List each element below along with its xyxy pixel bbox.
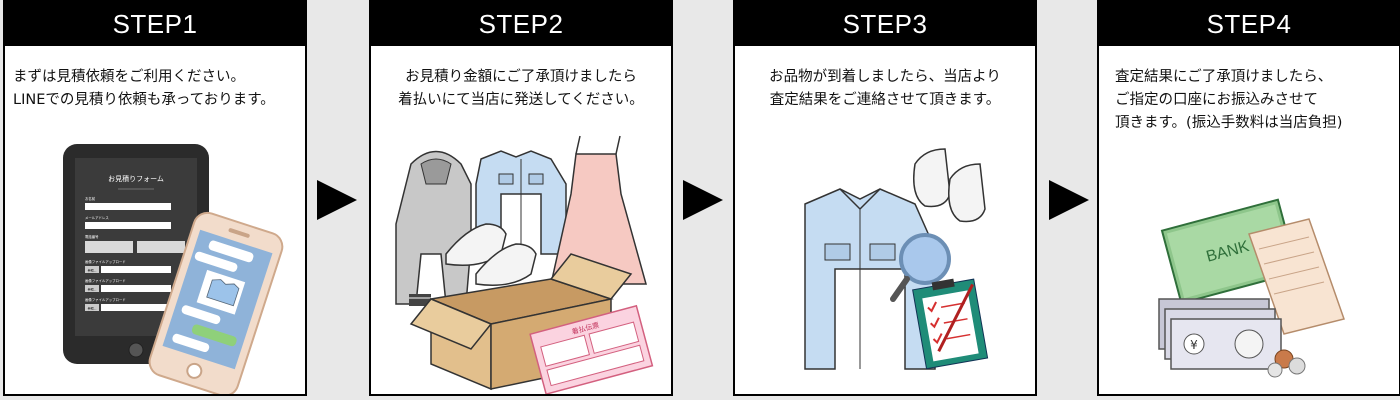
form-field-label-3: 電話番号 (85, 234, 99, 239)
step-1-description: まずは見積依頼をご利用ください。 LINEでの見積り依頼も承っております。 (5, 66, 305, 112)
step-3-description: お品物が到着しましたら、当店より 査定結果をご連絡させて頂きます。 (735, 66, 1035, 112)
form-field-label-1: お名前 (85, 196, 96, 201)
hoodie-icon (395, 150, 472, 306)
magnifying-glass-icon (890, 233, 951, 302)
step-2-description: お見積り金額にご了承頂けましたら 着払いにて当店に発送してください。 (371, 66, 671, 112)
bank-payment-illustration: BANK ¥ (1158, 198, 1345, 378)
smartphone-icon (148, 211, 284, 394)
file-button-3: 参照... (88, 306, 97, 311)
step-3-card: STEP3 お品物が到着しましたら、当店より 査定結果をご連絡させて頂きます。 (733, 0, 1037, 396)
step-4-line-2: ご指定の口座にお振込みさせて (1115, 92, 1318, 108)
next-arrow-1 (317, 180, 357, 220)
file-button-2: 参照... (88, 287, 97, 292)
form-field-label-6: 画像ファイルアップロード (85, 297, 126, 302)
form-field-label-5: 画像ファイルアップロード (85, 278, 126, 283)
banknotes-icon: ¥ (1158, 298, 1282, 370)
sneakers-icon (913, 148, 986, 223)
dress-icon (550, 135, 647, 285)
next-arrow-2 (683, 180, 723, 220)
clipboard-checklist-icon (912, 278, 989, 370)
tablet-and-phone-illustration: お見積りフォーム お名前 メールアドレス 電話番号 画像ファイルアップロード 参… (63, 144, 284, 394)
coins-icon (1267, 349, 1306, 378)
form-title: お見積りフォーム (108, 174, 164, 183)
step-4-line-3: 頂きます。(振込手数料は当店負担) (1115, 115, 1343, 131)
step-2-header: STEP2 (371, 2, 671, 46)
step-4-header: STEP4 (1099, 2, 1399, 46)
statement-icon (1248, 218, 1345, 335)
step-4-card: STEP4 査定結果にご了承頂けましたら、 ご指定の口座にお振込みさせて 頂きま… (1097, 0, 1400, 396)
step-3-line-1: お品物が到着しましたら、当店より (769, 69, 1001, 85)
step-3-line-2: 査定結果をご連絡させて頂きます。 (769, 92, 1001, 108)
step-4-line-1: 査定結果にご了承頂けましたら、 (1115, 69, 1333, 85)
step-4-description: 査定結果にご了承頂けましたら、 ご指定の口座にお振込みさせて 頂きます。(振込手… (1099, 66, 1399, 135)
step-2-line-1: お見積り金額にご了承頂けましたら (405, 69, 637, 85)
step-1-line-1: まずは見積依頼をご利用ください。 (13, 69, 245, 85)
step-1-card: STEP1 まずは見積依頼をご利用ください。 LINEでの見積り依頼も承っており… (3, 0, 307, 396)
step-2-card: STEP2 お見積り金額にご了承頂けましたら 着払いにて当店に発送してください。 (369, 0, 673, 396)
yen-symbol: ¥ (1190, 338, 1198, 352)
file-button-1: 参照... (88, 268, 97, 273)
inspection-illustration (804, 148, 989, 370)
step-1-line-2: LINEでの見積り依頼も承っております。 (13, 92, 275, 108)
step-2-line-2: 着払いにて当店に発送してください。 (398, 92, 644, 108)
step-1-header: STEP1 (5, 2, 305, 46)
shipping-slip-icon: 着払伝票 (529, 304, 654, 394)
form-field-label-4: 画像ファイルアップロード (85, 259, 126, 264)
form-field-label-2: メールアドレス (85, 215, 109, 220)
step-3-header: STEP3 (735, 2, 1035, 46)
denim-jacket-icon (804, 188, 936, 370)
sneakers-icon (445, 223, 537, 286)
next-arrow-3 (1049, 180, 1089, 220)
shipping-box-illustration: 着払伝票 (395, 135, 654, 394)
